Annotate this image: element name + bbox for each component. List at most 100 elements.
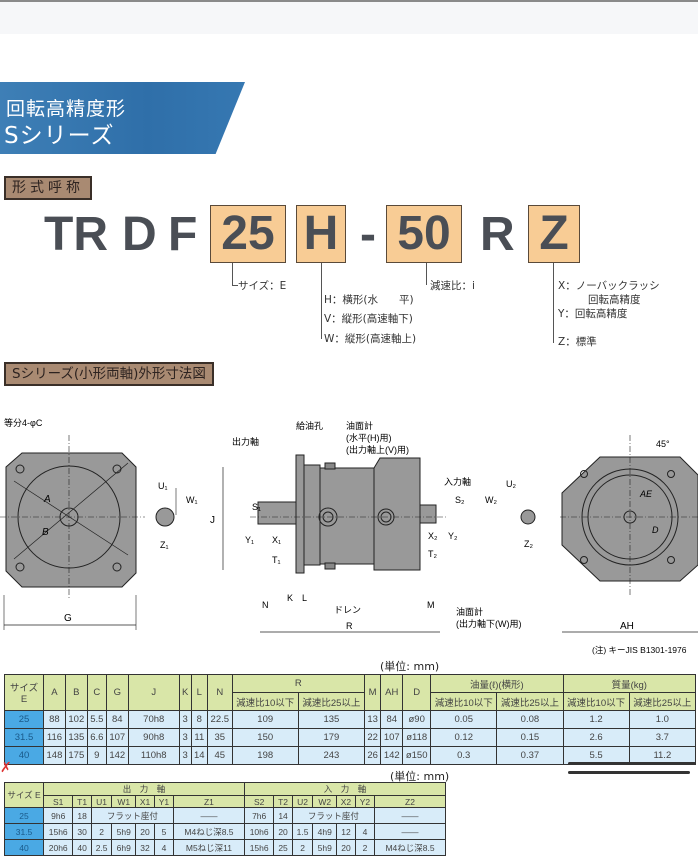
cell: 5h9 — [111, 823, 137, 840]
output-flange-view: A B G 等分4-φC — [0, 417, 145, 630]
cell: ø118 — [402, 728, 432, 747]
cell: 150 — [231, 728, 299, 747]
cell: 4h9 — [312, 823, 337, 840]
cell: ―― — [374, 807, 446, 824]
cell: 35 — [206, 728, 233, 747]
cell: 148 — [43, 746, 66, 765]
svg-text:入力軸: 入力軸 — [444, 476, 471, 487]
table-row: 40 20h6 40 2.5 6h9 32 4 M5ねじ深11 15h6 25 … — [4, 839, 446, 856]
svg-text:Y₂: Y₂ — [448, 531, 458, 541]
drawing-section-label: Sシリーズ(小形両軸)外形寸法図 — [4, 362, 214, 386]
table-row: 25 9h6 18 フラット座付 ―― 7h6 14 フラット座付 ―― — [4, 807, 446, 824]
connector-line — [426, 263, 427, 285]
connector-line — [321, 263, 322, 339]
cell: 142 — [380, 746, 404, 765]
svg-text:油面計: 油面計 — [346, 420, 373, 431]
size-cell: 31.5 — [4, 823, 44, 840]
svg-text:Z₂: Z₂ — [524, 539, 533, 549]
size-note: サイズ：E — [238, 280, 287, 292]
cell: 20 — [336, 839, 356, 856]
cell: 1.2 — [562, 710, 630, 729]
cell: フラット座付 — [90, 807, 174, 824]
svg-text:A: A — [43, 494, 51, 505]
gearbox-side-view: R N K L M Y₁ X₁ T₁ S₁ S₂ X₂ Y₂ T₂ 出力軸 給油… — [232, 420, 521, 633]
cell: 1.5 — [291, 823, 314, 840]
cell: 30 — [72, 823, 92, 840]
cell: 15h6 — [243, 839, 275, 856]
cell: M4ねじ深8.5 — [374, 839, 446, 856]
size-cell: 40 — [4, 839, 44, 856]
precision-note-x: X：ノーバックラッシ — [558, 280, 660, 292]
handwritten-check-icon: ✗ — [0, 760, 12, 776]
cell: ―― — [374, 823, 446, 840]
svg-text:ドレン: ドレン — [334, 605, 361, 615]
input-shaft-end: U₂ W₂ Z₂ — [485, 479, 536, 549]
col-header: J — [127, 674, 180, 711]
model-part-size: 25 — [210, 205, 286, 263]
col-header: サイズ E — [4, 674, 44, 711]
col-header: 油量(ℓ)(横形) — [430, 674, 564, 693]
sub-header: Z2 — [374, 795, 446, 808]
svg-text:X₁: X₁ — [272, 535, 281, 545]
svg-text:L: L — [302, 593, 307, 603]
dimensions-table: サイズ E A B C G J K L N R M AH D 油量(ℓ)(横形)… — [4, 674, 697, 765]
cell: 0.3 — [430, 746, 498, 765]
dimension-drawing: A B G 等分4-φC U₁ W₁ Z₁ J R N K L M — [0, 417, 698, 655]
cell: 10h6 — [243, 823, 275, 840]
cell: 84 — [380, 710, 404, 729]
model-part-type: H — [296, 205, 346, 263]
top-bar — [0, 0, 698, 34]
cell: 25 — [273, 839, 293, 856]
sub-header: Z1 — [172, 795, 245, 808]
sub-header: S2 — [243, 795, 275, 808]
cell: 3 — [178, 728, 192, 747]
svg-text:N: N — [262, 600, 269, 610]
cell: 8 — [190, 710, 208, 729]
size-cell: 31.5 — [4, 728, 44, 747]
col-header: L — [190, 674, 208, 711]
cell: 198 — [231, 746, 299, 765]
sub-header: U1 — [90, 795, 113, 808]
type-note-v: V：縦形(高速軸下) — [324, 313, 413, 325]
cell: 84 — [105, 710, 129, 729]
precision-note-y: Y：回転高精度 — [558, 308, 628, 320]
table2-unit: (単位: mm) — [390, 770, 450, 783]
col-header: C — [86, 674, 107, 711]
svg-text:(出力軸上(V)用): (出力軸上(V)用) — [346, 444, 409, 455]
model-part-tr: TR — [44, 208, 108, 261]
svg-text:AH: AH — [620, 621, 634, 632]
cell: 3 — [178, 746, 192, 765]
cell: 14 — [273, 807, 293, 824]
svg-text:(注) キーJIS B1301-1976: (注) キーJIS B1301-1976 — [592, 645, 687, 655]
cell: 18 — [72, 807, 92, 824]
cell: 2 — [90, 823, 113, 840]
model-code: TR D F 25 H - 50 R Z — [0, 205, 698, 265]
title-line1: 回転高精度形 — [6, 98, 127, 120]
svg-text:W₂: W₂ — [485, 495, 497, 505]
svg-text:等分4-φC: 等分4-φC — [4, 417, 43, 428]
cell: 9 — [86, 746, 107, 765]
cell: 1.0 — [628, 710, 697, 729]
cell: 116 — [43, 728, 66, 747]
sub-header: U2 — [291, 795, 314, 808]
svg-text:G: G — [64, 613, 72, 624]
type-note-w: W：縦形(高速軸上) — [324, 333, 417, 345]
cell: 22.5 — [206, 710, 233, 729]
cell: 13 — [363, 710, 382, 729]
cell: 6h9 — [111, 839, 137, 856]
cell: M4ねじ深8.5 — [172, 823, 245, 840]
ratio-note: 減速比：i — [430, 280, 475, 292]
size-cell: 25 — [4, 710, 44, 729]
sub-header: Y1 — [154, 795, 174, 808]
cell: 14 — [190, 746, 208, 765]
svg-text:45°: 45° — [656, 439, 670, 449]
col-header: K — [178, 674, 192, 711]
svg-text:D: D — [652, 525, 659, 535]
cell: 7h6 — [243, 807, 275, 824]
cell: 0.15 — [496, 728, 564, 747]
col-header: サイズ E — [4, 782, 44, 808]
cell: 20 — [273, 823, 293, 840]
col-header: AH — [380, 674, 404, 711]
connector-line — [232, 263, 233, 285]
cell: M5ねじ深11 — [172, 839, 245, 856]
